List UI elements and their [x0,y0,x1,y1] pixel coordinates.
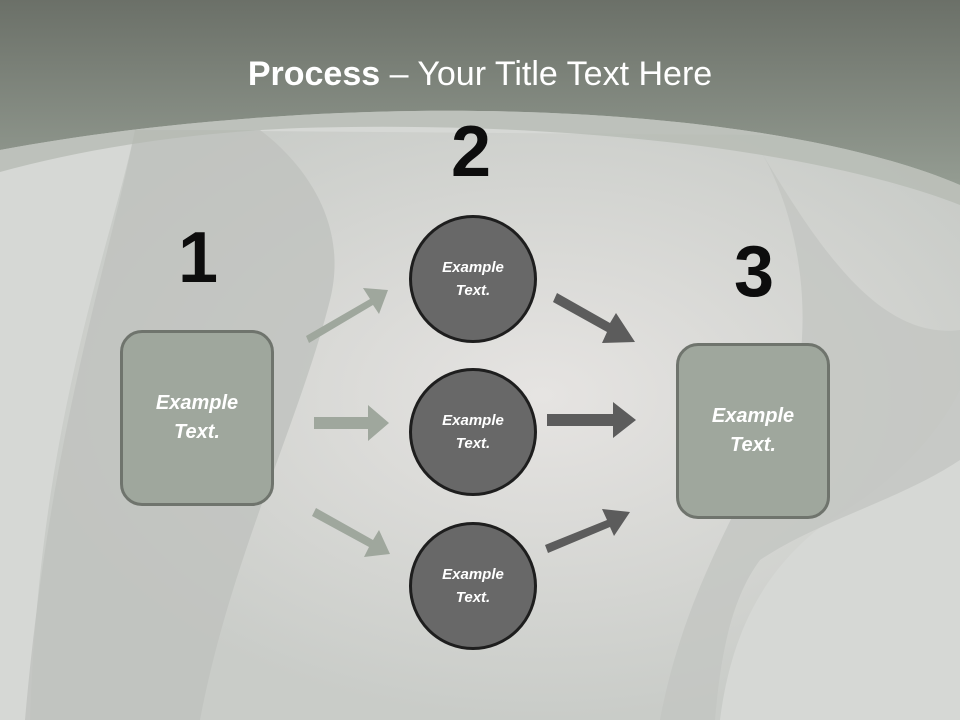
arrow-circle-bottom-to-box3 [545,509,630,553]
step-number-1: 1 [177,218,219,298]
arrow-box1-to-circle-top [306,288,388,343]
process-circle-middle: Example Text. [409,368,537,496]
page-title: Process – Your Title Text Here [0,52,960,96]
arrow-circle-top-to-box3 [553,293,635,343]
arrow-box1-to-circle-bottom [312,508,390,557]
step-number-3: 3 [733,232,775,312]
step-number-2: 2 [450,112,492,192]
title-rest: – Your Title Text Here [380,55,713,93]
step-box-3-label: Example Text. [711,405,795,456]
step-box-3: Example Text. [676,343,830,519]
process-circle-top-label: Example Text. [442,259,504,299]
step-box-1: Example Text. [120,330,274,506]
header-band [0,0,960,185]
process-circle-middle-label: Example Text. [442,412,504,452]
process-circle-top: Example Text. [409,215,537,343]
arrow-box1-to-circle-middle [314,405,389,441]
step-box-1-label: Example Text. [155,392,239,443]
arrow-circle-middle-to-box3 [547,402,636,438]
process-circle-bottom-label: Example Text. [442,566,504,606]
header-swoosh [0,110,960,205]
process-circle-bottom: Example Text. [409,522,537,650]
title-bold: Process [247,55,381,93]
